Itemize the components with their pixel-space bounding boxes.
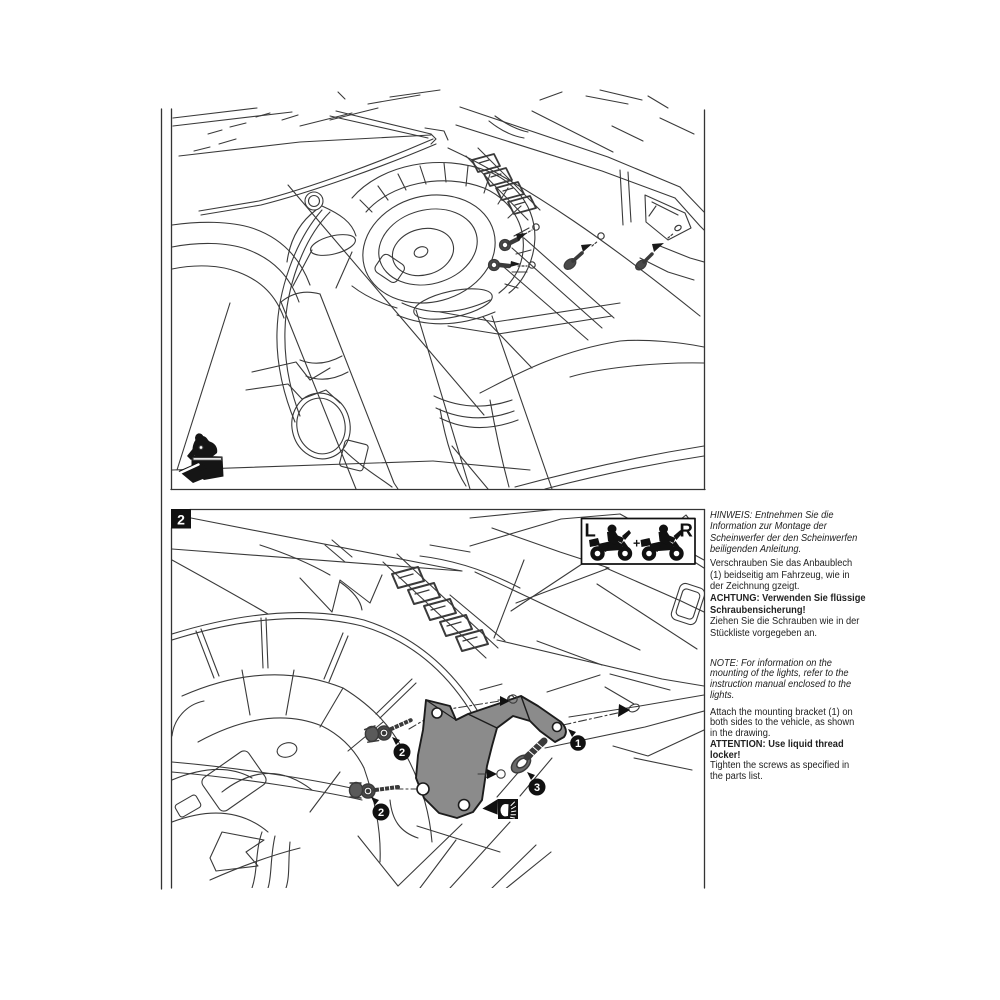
svg-text:R: R (680, 520, 693, 541)
svg-text:2: 2 (177, 512, 185, 528)
svg-text:1: 1 (575, 738, 581, 750)
svg-text:L: L (585, 520, 596, 541)
svg-text:+: + (633, 537, 640, 551)
svg-text:3: 3 (534, 782, 540, 794)
svg-text:2: 2 (378, 807, 384, 819)
svg-text:2: 2 (399, 747, 405, 759)
